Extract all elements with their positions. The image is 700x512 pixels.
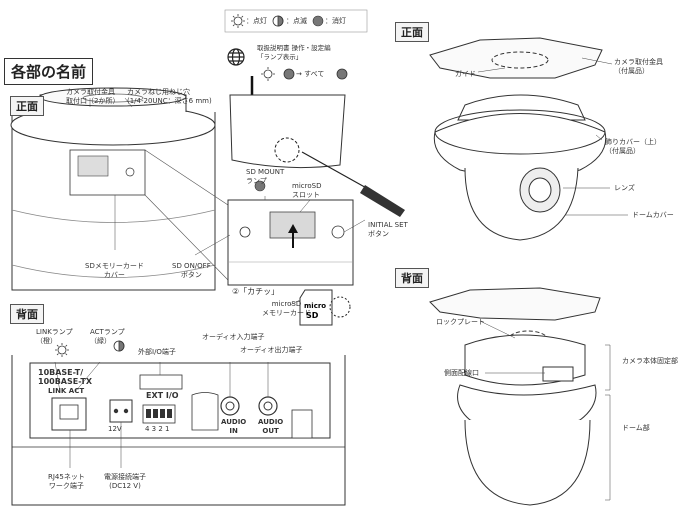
label-sd-onoff: SD ON/OFF ボタン bbox=[172, 262, 211, 279]
svg-text:micro: micro bbox=[304, 302, 326, 310]
screwdriver bbox=[301, 151, 371, 191]
lamp-states-icons bbox=[261, 67, 348, 81]
label-power: 電源接続端子 (DC12 V) bbox=[104, 473, 146, 490]
panel-link-act: LINK ACT bbox=[48, 387, 85, 395]
label-ext-io: 外部I/O端子 bbox=[138, 348, 176, 356]
lamp-blink-icon bbox=[272, 15, 284, 27]
legend-blink-label: ：点滅 bbox=[286, 17, 307, 25]
label-bracket-holes: カメラ取付金具 取付口（2か所） bbox=[66, 88, 120, 105]
label-link-lamp: LINKランプ （橙） bbox=[36, 328, 73, 345]
label-initial-set: INITIAL SET ボタン bbox=[368, 221, 408, 238]
label-microsd-slot: microSD スロット bbox=[292, 182, 322, 199]
panel-pins: 4 3 2 1 bbox=[145, 425, 170, 433]
section-front-right: 正面 bbox=[395, 22, 429, 42]
manual-note-line1: 取扱説明書 操作・設定編 bbox=[257, 44, 331, 52]
label-sd-mount-lamp: SD MOUNT ランプ bbox=[246, 168, 285, 185]
main-title: 各部の名前 bbox=[4, 58, 94, 85]
label-guide: ガイド bbox=[455, 70, 476, 78]
label-audio-out: オーディオ出力端子 bbox=[240, 346, 303, 354]
label-cover: 飾りカバー（上） （付属品） bbox=[605, 138, 661, 155]
section-back-right: 背面 bbox=[395, 268, 429, 288]
label-audio-in: オーディオ入力端子 bbox=[202, 333, 265, 341]
section-back-left: 背面 bbox=[10, 304, 44, 324]
sd-mount-lamp-icon bbox=[254, 180, 266, 192]
label-side-port: 側面配線口 bbox=[444, 369, 479, 377]
legend-on-label: ：点灯 bbox=[246, 17, 267, 25]
manual-note-arrow: → すべて bbox=[296, 70, 325, 78]
ext-io-terminal bbox=[139, 374, 183, 424]
lamp-off-icon bbox=[312, 15, 324, 27]
label-fixed-part: カメラ本体固定部 bbox=[622, 357, 678, 365]
label-bracket: カメラ取付金具 （付属品） bbox=[614, 58, 663, 75]
label-dome-part: ドーム部 bbox=[622, 424, 650, 432]
section-front-left: 正面 bbox=[10, 96, 44, 116]
label-microsd-card: microSD メモリーカード bbox=[262, 300, 311, 317]
panel-12v: 12V bbox=[108, 425, 122, 433]
sd-cover-flap bbox=[229, 94, 346, 169]
label-dome: ドームカバー bbox=[632, 211, 674, 219]
label-rj45: RJ45ネット ワーク端子 bbox=[48, 473, 85, 490]
link-lamp-icon bbox=[55, 343, 69, 357]
lamp-on-icon bbox=[231, 14, 245, 28]
svg-text:SD: SD bbox=[306, 311, 319, 320]
label-act-lamp: ACTランプ （緑） bbox=[90, 328, 125, 345]
panel-10base: 10BASE-T/ 100BASE-TX bbox=[38, 368, 92, 386]
label-lens: レンズ bbox=[614, 184, 635, 192]
camera-back-right bbox=[429, 287, 601, 506]
globe-icon bbox=[227, 48, 245, 66]
panel-ext-io: EXT I/O bbox=[146, 391, 179, 400]
label-click: ②「カチッ」 bbox=[232, 287, 280, 296]
act-lamp-icon bbox=[113, 340, 125, 352]
camera-front-right bbox=[429, 37, 607, 241]
label-screw-hole: カメラねじ用ねじ穴 (1/4-20UNC：深さ6 mm) bbox=[127, 88, 212, 105]
panel-audio-out: AUDIO OUT bbox=[258, 418, 284, 435]
label-lock-plate: ロックプレート bbox=[436, 318, 485, 326]
power-terminal bbox=[109, 399, 133, 423]
microsd-card-icon: micro SD bbox=[299, 289, 351, 326]
manual-note-line2: 「ランプ表示」 bbox=[257, 53, 303, 61]
label-sd-cover: SDメモリーカード カバー bbox=[85, 262, 144, 279]
camera-body-front bbox=[11, 112, 216, 291]
panel-audio-in: AUDIO IN bbox=[221, 418, 247, 435]
legend-off-label: ：消灯 bbox=[325, 17, 346, 25]
